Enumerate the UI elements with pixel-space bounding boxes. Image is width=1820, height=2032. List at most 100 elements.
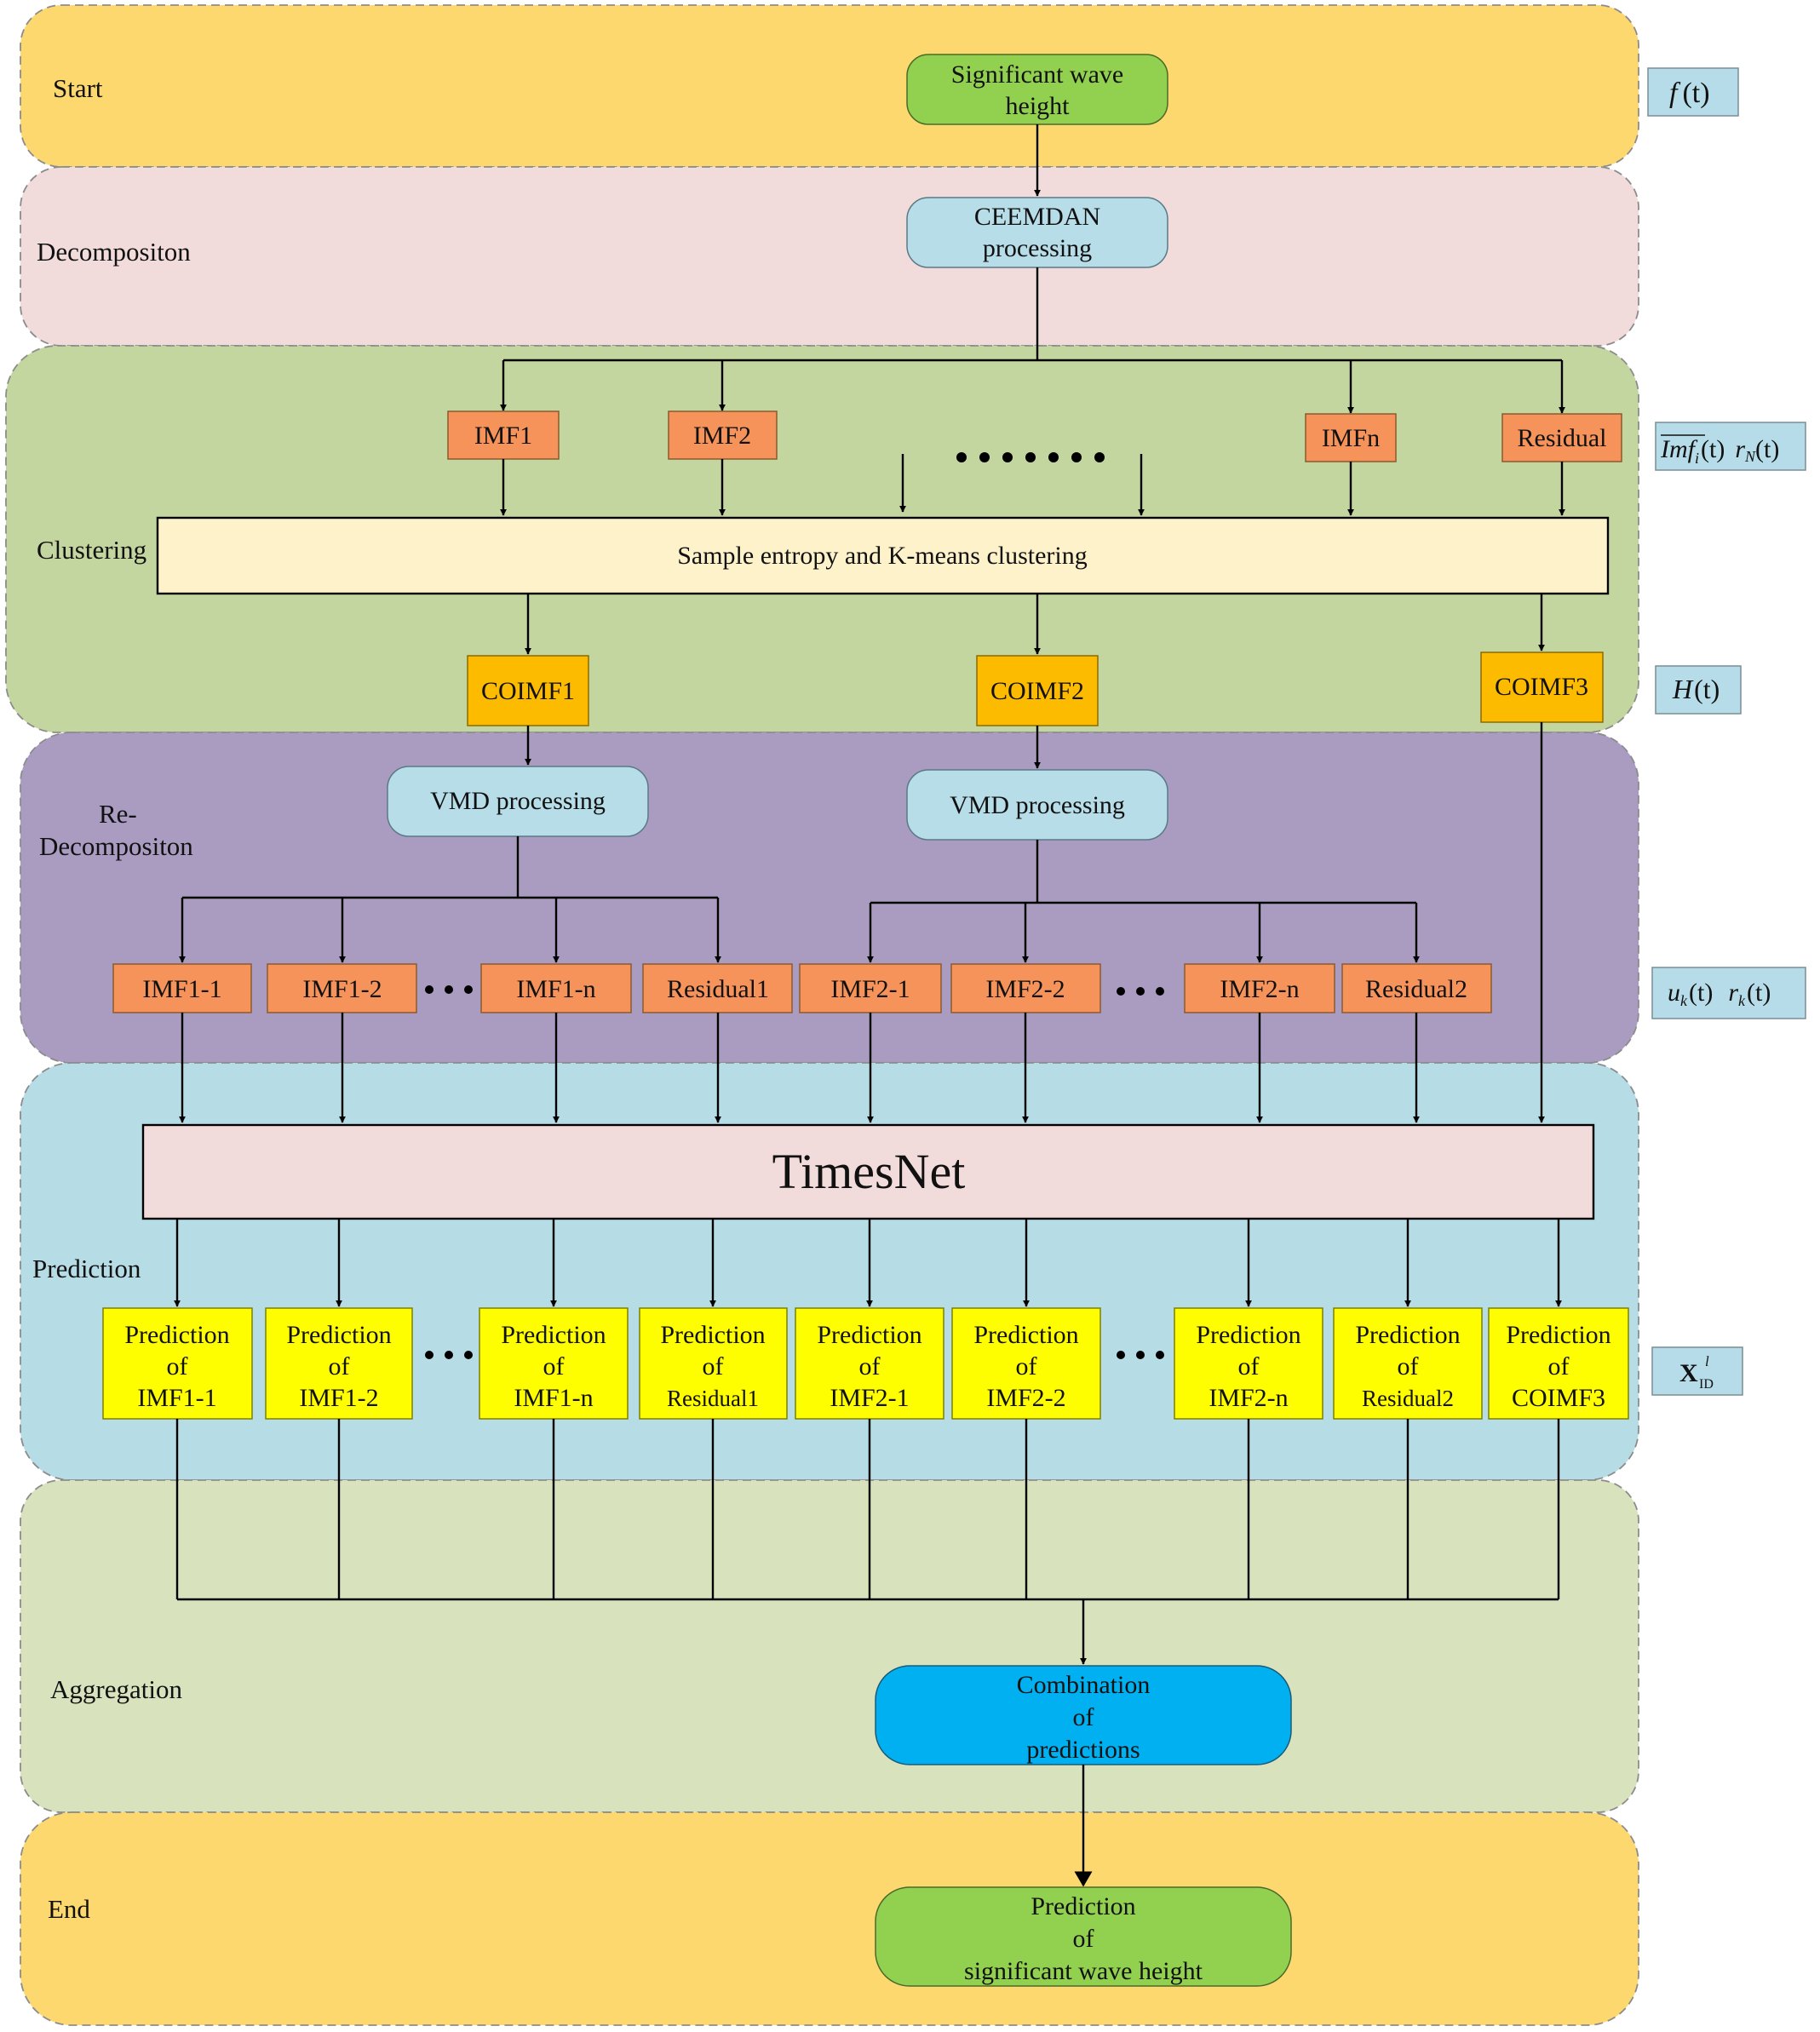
prediction-line2: of: [329, 1352, 350, 1380]
imfn-label: IMFn: [1322, 424, 1380, 452]
stage-band-start: [20, 4, 1639, 168]
combination-label-3: predictions: [1026, 1736, 1140, 1764]
ellipsis-dots-pred1: [425, 1351, 473, 1359]
arrows-out-of-timesnet: [174, 1219, 1562, 1307]
ellipsis-dots-pred2: [1117, 1351, 1164, 1359]
input-label-2: height: [1006, 92, 1071, 120]
imf2-2-node: [950, 963, 1101, 1013]
prediction-boxes: Prediction of IMF1-1 Prediction of IMF1-…: [102, 1307, 1629, 1420]
prediction-box: Prediction of IMF2-1: [795, 1307, 944, 1420]
ellipsis-dots-vmd2: [1117, 987, 1164, 996]
arrows-into-timesnet: [179, 1013, 1420, 1123]
stage-label-aggregation: Aggregation: [50, 1674, 182, 1704]
prediction-line2: of: [167, 1352, 188, 1380]
imf2-label: IMF2: [693, 422, 751, 450]
aggregation-connectors: [175, 1419, 1560, 1601]
prediction-line2: of: [543, 1352, 565, 1380]
prediction-line3: COIMF3: [1512, 1384, 1605, 1412]
prediction-line3: IMF2-2: [986, 1384, 1065, 1412]
residual-label: Residual: [1518, 424, 1607, 452]
coimf1-node: [467, 655, 589, 726]
prediction-line3: IMF1-n: [514, 1384, 593, 1412]
coimf1-label: COIMF1: [481, 677, 575, 705]
clustering-box-label: Sample entropy and K-means clustering: [677, 542, 1088, 570]
stage-label-clustering: Clustering: [37, 535, 146, 565]
prediction-box: Prediction of Residual2: [1333, 1307, 1483, 1420]
svg-text:H(t): H(t): [1672, 674, 1720, 704]
coimf2-node: [976, 655, 1099, 726]
stage-label-redecomposition-2: Decompositon: [39, 831, 193, 861]
input-label-1: Significant wave: [951, 60, 1123, 89]
prediction-line3: IMF2-1: [830, 1384, 909, 1412]
stage-label-redecomposition-1: Re-: [99, 799, 137, 829]
annotation-imf-residual: Imfi(t)rN(t): [1655, 422, 1806, 471]
annotation-xid: X l ID: [1651, 1346, 1743, 1396]
svg-text:uk(t)rk(t): uk(t)rk(t): [1668, 979, 1771, 1009]
svg-text:Imfi(t)rN(t): Imfi(t)rN(t): [1660, 435, 1779, 467]
svg-text:ID: ID: [1699, 1377, 1714, 1392]
combination-label-1: Combination: [1017, 1671, 1151, 1699]
imf1-1-label: IMF1-1: [142, 975, 221, 1003]
combination-label-2: of: [1073, 1703, 1094, 1731]
timesnet-box: [141, 1123, 1595, 1220]
ceemdan-label-1: CEEMDAN: [974, 203, 1100, 231]
prediction-line2: of: [703, 1352, 724, 1380]
stage-band-aggregation: [20, 1479, 1639, 1813]
prediction-box: Prediction of IMF1-n: [479, 1307, 629, 1420]
stage-band-decomposition: [20, 166, 1639, 347]
prediction-line2: of: [859, 1352, 881, 1380]
imf2-1-label: IMF2-1: [830, 975, 910, 1003]
prediction-box: Prediction of IMF1-1: [102, 1307, 253, 1420]
vmd1-label: VMD processing: [430, 787, 606, 815]
svg-text:f(t): f(t): [1669, 77, 1710, 109]
output-label-2: of: [1073, 1925, 1094, 1953]
prediction-box: Prediction of Residual1: [639, 1307, 788, 1420]
coimf2-label: COIMF2: [990, 677, 1084, 705]
prediction-line2: of: [1548, 1352, 1570, 1380]
prediction-box: Prediction of IMF1-2: [265, 1307, 413, 1420]
output-node: [875, 1886, 1292, 1987]
clustering-box: [156, 516, 1610, 595]
prediction-box: Prediction of COIMF3: [1488, 1307, 1629, 1420]
annotation-ht: H(t): [1655, 665, 1742, 715]
imf1-n-label: IMF1-n: [516, 975, 595, 1003]
ellipsis-dots-imf: [956, 452, 1105, 462]
prediction-line1: Prediction: [1506, 1321, 1610, 1349]
output-label-1: Prediction: [1031, 1892, 1135, 1920]
annotation-ft: f(t): [1647, 67, 1739, 117]
imf1-2-node: [267, 963, 417, 1013]
stage-label-start: Start: [53, 73, 103, 103]
prediction-line2: of: [1016, 1352, 1037, 1380]
svg-text:l: l: [1705, 1353, 1709, 1369]
prediction-box: Prediction of IMF2-n: [1174, 1307, 1323, 1420]
prediction-line2: of: [1398, 1352, 1419, 1380]
prediction-line3: IMF1-1: [137, 1384, 216, 1412]
imf1-node: [447, 410, 560, 460]
output-label-3: significant wave height: [964, 1957, 1203, 1985]
prediction-line1: Prediction: [660, 1321, 765, 1349]
imf2-n-label: IMF2-n: [1220, 975, 1299, 1003]
prediction-line1: Prediction: [124, 1321, 229, 1349]
prediction-line1: Prediction: [1355, 1321, 1460, 1349]
prediction-line3: IMF2-n: [1209, 1384, 1288, 1412]
svg-text:X: X: [1679, 1359, 1698, 1387]
prediction-box: Prediction of IMF2-2: [951, 1307, 1101, 1420]
prediction-line3: Residual1: [667, 1386, 759, 1411]
imf1-1-node: [112, 963, 252, 1013]
residual2-label: Residual2: [1365, 975, 1467, 1003]
coimf3-label: COIMF3: [1495, 673, 1588, 701]
prediction-line3: IMF1-2: [299, 1384, 378, 1412]
stage-label-prediction: Prediction: [32, 1254, 141, 1283]
prediction-line1: Prediction: [501, 1321, 606, 1349]
stage-label-decomposition: Decompositon: [37, 237, 191, 267]
residual1-node: [642, 963, 793, 1013]
annotation-uk-rk: uk(t)rk(t): [1651, 967, 1806, 1019]
imf1-2-label: IMF1-2: [302, 975, 382, 1003]
ellipsis-dots-vmd1: [425, 985, 473, 994]
coimf3-node: [1480, 652, 1604, 723]
imf2-2-label: IMF2-2: [985, 975, 1065, 1003]
imf1-n-node: [480, 963, 632, 1013]
prediction-line2: of: [1238, 1352, 1260, 1380]
vmd2-label: VMD processing: [950, 791, 1125, 819]
